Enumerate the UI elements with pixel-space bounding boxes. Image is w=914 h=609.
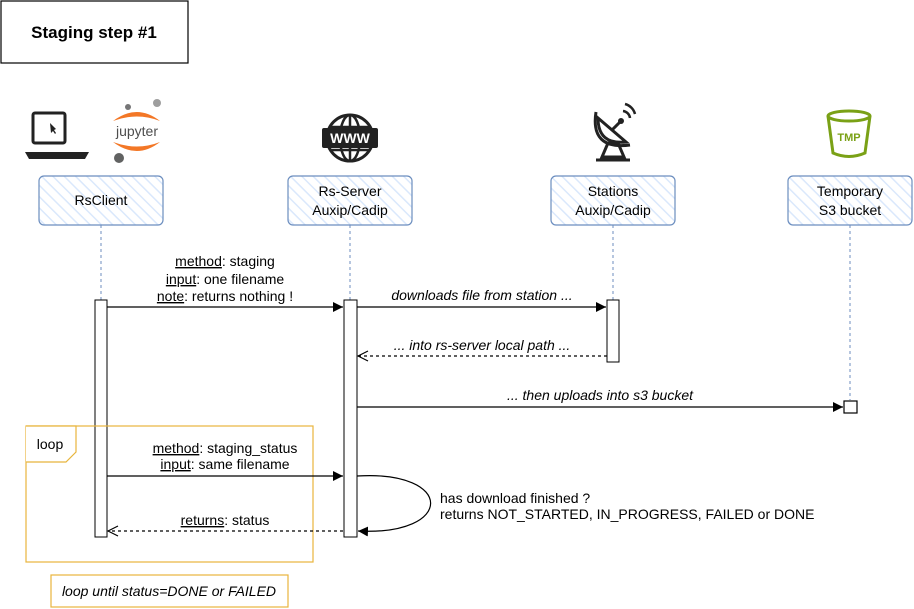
staging-note-val: : returns nothing ! — [184, 288, 293, 304]
actor-stations: Stations Auxip/Cadip — [550, 175, 676, 226]
lifelines — [100, 225, 851, 400]
self-note-line2: returns NOT_STARTED, IN_PROGRESS, FAILED… — [440, 506, 814, 522]
svg-text:input: one filename: input: one filename — [166, 271, 285, 287]
self-note-line1: has download finished ? — [440, 490, 590, 506]
svg-text:returns: status: returns: status — [181, 512, 270, 528]
returns-key: returns — [181, 512, 225, 528]
activation-rsserver — [343, 299, 358, 538]
returns-val: : status — [224, 512, 269, 528]
actor-bucket: Temporary S3 bucket — [787, 175, 913, 226]
actor-bucket-line2: S3 bucket — [819, 202, 881, 218]
download-label: downloads file from station ... — [391, 287, 572, 303]
svg-text:method: staging: method: staging — [175, 253, 275, 269]
loop-label: loop — [37, 436, 64, 452]
loop-frame: loop — [25, 425, 314, 563]
status-input-val: : same filename — [191, 456, 290, 472]
www-icon-text: WWW — [330, 130, 370, 146]
actor-rsclient-label: RsClient — [75, 192, 128, 208]
actor-bucket-line1: Temporary — [817, 183, 883, 199]
activation-bucket — [843, 400, 858, 414]
status-method-val: : staging_status — [199, 440, 297, 456]
actor-stations-line2: Auxip/Cadip — [575, 202, 651, 218]
staging-input-val: : one filename — [196, 271, 284, 287]
jupyter-logo-text: jupyter — [115, 123, 158, 139]
jupyter-logo: jupyter — [113, 99, 161, 163]
staging-input-key: input — [166, 271, 196, 287]
message-status-call: method: staging_status input: same filen… — [107, 440, 343, 481]
status-input-key: input — [160, 456, 190, 472]
laptop-icon — [25, 111, 89, 159]
status-method-key: method — [153, 440, 200, 456]
upload-label: ... then uploads into s3 bucket — [507, 387, 694, 403]
bucket-icon-text: TMP — [837, 132, 860, 144]
loop-note: loop until status=DONE or FAILED — [50, 574, 289, 608]
message-returns: returns: status — [108, 512, 343, 531]
svg-text:method: staging_status: method: staging_status — [153, 440, 298, 456]
into-local-label: ... into rs-server local path ... — [394, 337, 571, 353]
www-globe-icon: WWW — [322, 113, 378, 163]
message-into-local: ... into rs-server local path ... — [358, 337, 607, 356]
loop-note-text: loop until status=DONE or FAILED — [62, 583, 276, 599]
satellite-dish-icon — [593, 102, 637, 162]
message-upload: ... then uploads into s3 bucket — [357, 387, 843, 412]
staging-method-key: method — [175, 253, 222, 269]
svg-text:note: returns nothing !: note: returns nothing ! — [157, 288, 293, 304]
message-download: downloads file from station ... — [357, 287, 606, 312]
activation-rsclient — [94, 299, 108, 538]
message-staging: method: staging input: one filename note… — [107, 253, 343, 312]
activation-stations — [606, 299, 620, 363]
actor-rsserver-line2: Auxip/Cadip — [312, 202, 388, 218]
arrow-self-loop — [356, 475, 431, 537]
actor-rsclient: RsClient — [38, 175, 164, 226]
staging-note-key: note — [157, 288, 184, 304]
staging-method-val: : staging — [222, 253, 275, 269]
actor-rsserver: Rs-Server Auxip/Cadip — [287, 175, 413, 226]
diagram-title: Staging step #1 — [31, 23, 157, 42]
svg-text:input: same filename: input: same filename — [160, 456, 289, 472]
message-self-check: has download finished ? returns NOT_STAR… — [356, 475, 814, 537]
title-box: Staging step #1 — [0, 0, 189, 64]
s3-bucket-icon: TMP — [826, 109, 872, 158]
actor-rsserver-line1: Rs-Server — [318, 183, 381, 199]
actor-stations-line1: Stations — [588, 183, 639, 199]
